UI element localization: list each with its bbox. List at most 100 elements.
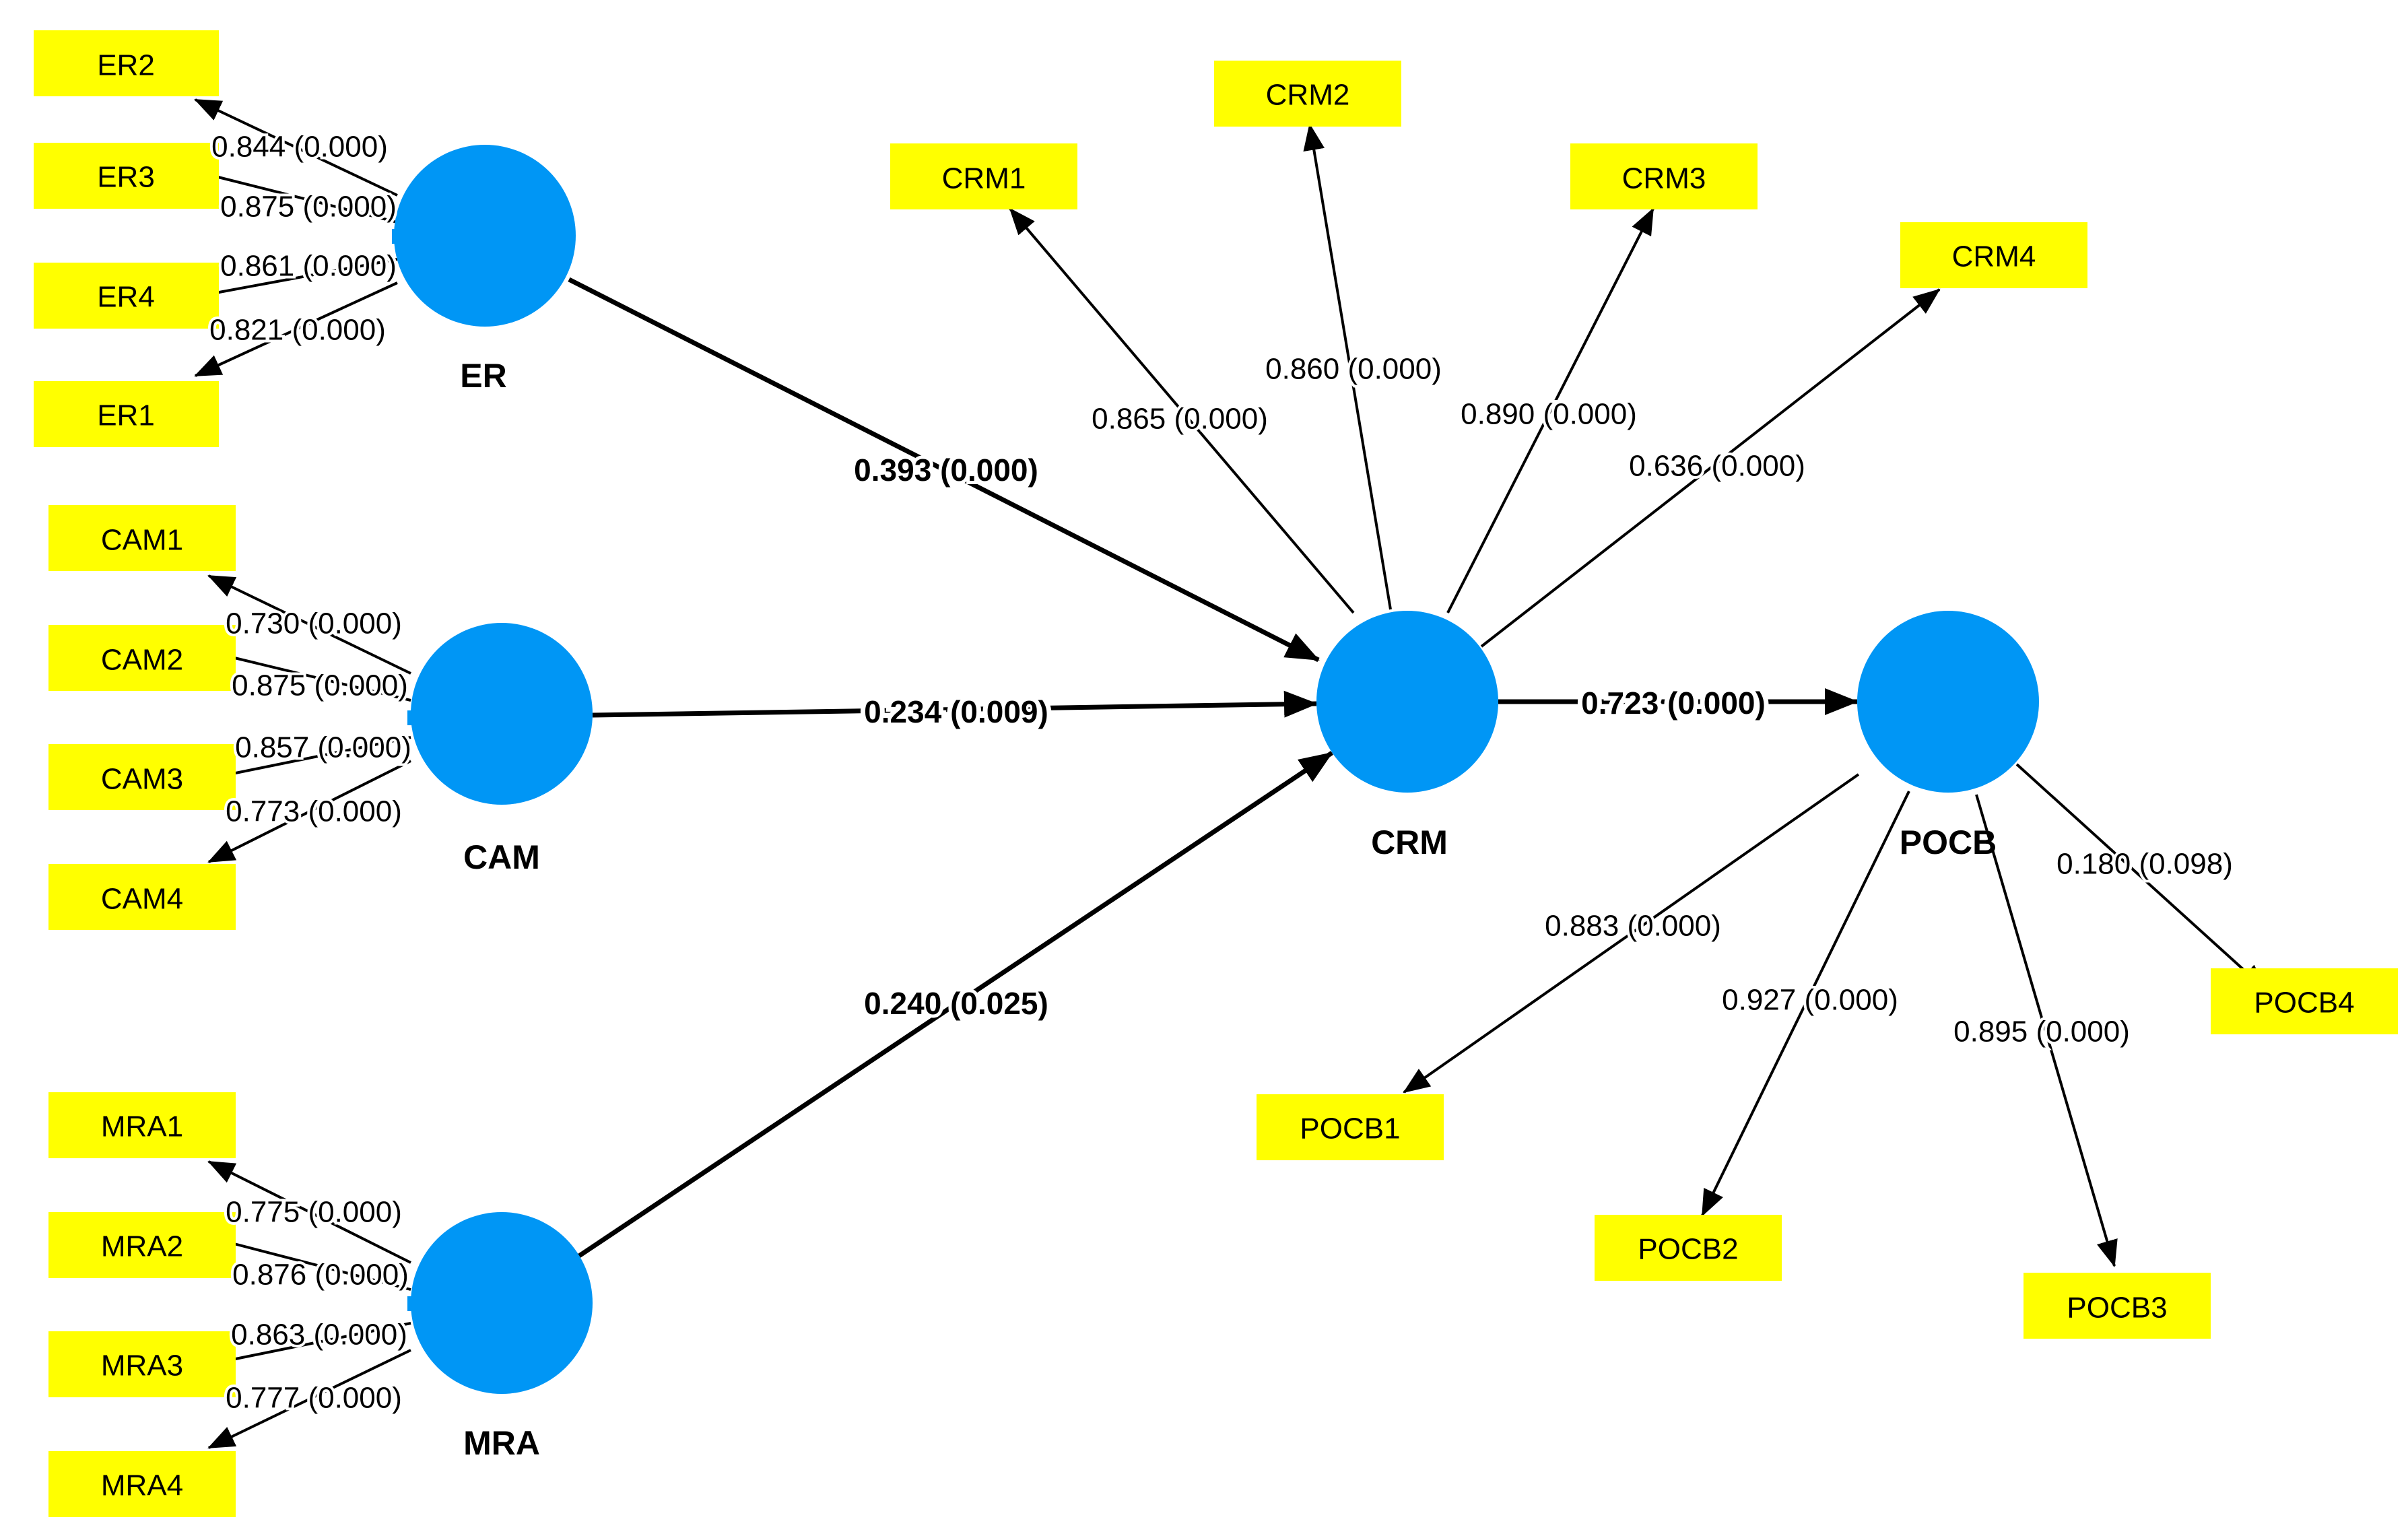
indicator-label: POCB1 (1300, 1112, 1400, 1145)
loading-label-mra3: 0.863 (0.000) (231, 1318, 407, 1351)
indicator-cam3[interactable]: CAM3 (48, 744, 236, 810)
indicator-label: POCB2 (1638, 1233, 1738, 1266)
indicator-label: CAM3 (101, 763, 183, 796)
indicator-crm4[interactable]: CRM4 (1900, 222, 2087, 288)
indicator-label: POCB4 (2254, 987, 2354, 1020)
construct-label-er: ER (460, 357, 506, 395)
indicator-er4[interactable]: ER4 (34, 263, 219, 329)
loading-arrow-mra4 (207, 1349, 411, 1449)
indicator-label: CRM4 (1952, 240, 2036, 273)
path-labels: 0.393 (0.000) 0.234 (0.009) 0.240 (0.025… (850, 449, 1770, 1024)
loading-arrow-mra1 (207, 1160, 411, 1264)
indicator-boxes: ER2 ER3 ER4 ER1 CAM1 CAM2 CAM3 CAM (34, 30, 2398, 1517)
indicator-mra4[interactable]: MRA4 (48, 1451, 236, 1517)
loading-arrow-crm1 (1009, 207, 1355, 614)
indicator-mra2[interactable]: MRA2 (48, 1212, 236, 1278)
construct-label-crm: CRM (1371, 824, 1448, 861)
loading-line-mra2 (228, 1241, 411, 1291)
indicator-pocb3[interactable]: POCB3 (2024, 1273, 2211, 1339)
loading-line-cam2 (228, 655, 411, 702)
indicator-label: ER2 (97, 49, 155, 82)
structural-paths (568, 277, 1859, 1258)
indicator-er2[interactable]: ER2 (34, 30, 219, 96)
loading-line-er3 (215, 175, 398, 224)
loading-label-mra4: 0.777 (0.000) (226, 1382, 402, 1415)
indicator-cam1[interactable]: CAM1 (48, 505, 236, 571)
loading-labels: 0.844 (0.000) 0.875 (0.000) 0.861 (0.000… (207, 128, 2236, 1417)
indicator-label: MRA1 (101, 1110, 183, 1143)
loading-line-mra3 (228, 1322, 411, 1362)
indicator-label: CAM2 (101, 644, 183, 677)
loading-arrow-pocb4 (2015, 763, 2267, 991)
indicator-label: CRM2 (1266, 79, 1350, 112)
path-label-cam-crm: 0.234 (0.009) (864, 694, 1048, 729)
path-cam-crm (592, 690, 1318, 718)
loading-label-cam1: 0.730 (0.000) (226, 607, 402, 640)
indicator-er1[interactable]: ER1 (34, 381, 219, 447)
loading-line-er4 (215, 258, 398, 294)
indicator-cam2[interactable]: CAM2 (48, 625, 236, 691)
loading-lines (194, 98, 2267, 1449)
indicator-label: CAM4 (101, 883, 183, 916)
loading-label-cam4: 0.773 (0.000) (226, 795, 402, 828)
construct-pocb[interactable] (1857, 611, 2039, 793)
indicator-label: MRA4 (101, 1469, 183, 1502)
loading-arrow-pocb3 (1975, 794, 2118, 1267)
indicator-mra3[interactable]: MRA3 (48, 1331, 236, 1397)
path-label-crm-pocb: 0.723 (0.000) (1581, 686, 1766, 721)
indicator-pocb1[interactable]: POCB1 (1257, 1094, 1444, 1160)
construct-cam[interactable] (407, 623, 593, 805)
loading-label-crm2: 0.860 (0.000) (1265, 353, 1442, 386)
indicator-crm3[interactable]: CRM3 (1570, 143, 1758, 209)
loading-arrow-er2 (194, 98, 398, 197)
indicator-label: CAM1 (101, 524, 183, 557)
loading-label-pocb4: 0.180 (0.098) (2056, 848, 2233, 881)
loading-label-mra2: 0.876 (0.000) (232, 1259, 409, 1292)
indicator-cam4[interactable]: CAM4 (48, 864, 236, 930)
path-label-mra-crm: 0.240 (0.025) (864, 986, 1048, 1021)
loading-arrow-crm2 (1303, 123, 1392, 610)
construct-label-pocb: POCB (1900, 824, 1997, 861)
loading-label-mra1: 0.775 (0.000) (226, 1196, 402, 1229)
indicator-er3[interactable]: ER3 (34, 143, 219, 209)
loading-line-cam3 (228, 736, 411, 776)
construct-label-mra: MRA (463, 1424, 540, 1462)
loading-label-er1: 0.821 (0.000) (209, 314, 386, 347)
loading-label-pocb3: 0.895 (0.000) (1953, 1015, 2130, 1048)
indicator-crm1[interactable]: CRM1 (890, 143, 1077, 209)
loading-label-pocb2: 0.927 (0.000) (1722, 984, 1898, 1017)
loading-arrow-crm3 (1446, 207, 1654, 613)
loading-label-crm4: 0.636 (0.000) (1629, 450, 1805, 483)
loading-label-crm3: 0.890 (0.000) (1461, 398, 1637, 431)
construct-er[interactable] (392, 145, 576, 327)
indicator-label: ER4 (97, 281, 155, 314)
loading-label-er3: 0.875 (0.000) (220, 191, 397, 224)
loading-label-cam3: 0.857 (0.000) (235, 731, 411, 764)
loading-arrow-crm4 (1480, 288, 1941, 648)
indicator-label: MRA3 (101, 1349, 183, 1382)
construct-label-cam: CAM (463, 838, 540, 876)
indicator-label: CRM3 (1622, 162, 1706, 195)
indicator-pocb4[interactable]: POCB4 (2211, 968, 2398, 1034)
path-label-er-crm: 0.393 (0.000) (854, 453, 1038, 488)
construct-crm[interactable] (1316, 611, 1498, 793)
indicator-label: ER3 (97, 161, 155, 194)
loading-label-er4: 0.861 (0.000) (220, 250, 397, 283)
indicator-label: ER1 (97, 399, 155, 432)
path-er-crm (568, 277, 1320, 663)
loading-arrow-cam1 (207, 574, 411, 675)
loading-arrow-er1 (194, 281, 398, 377)
loading-label-crm1: 0.865 (0.000) (1092, 403, 1268, 436)
indicator-mra1[interactable]: MRA1 (48, 1092, 236, 1158)
loading-arrow-pocb2 (1701, 791, 1910, 1217)
loading-label-er2: 0.844 (0.000) (211, 131, 388, 164)
indicator-crm2[interactable]: CRM2 (1214, 61, 1401, 127)
indicator-pocb2[interactable]: POCB2 (1595, 1215, 1782, 1281)
loading-label-pocb1: 0.883 (0.000) (1545, 910, 1721, 943)
indicator-label: POCB3 (2067, 1292, 2167, 1325)
path-mra-crm (578, 751, 1333, 1258)
loading-arrow-pocb1 (1403, 773, 1860, 1094)
indicator-label: MRA2 (101, 1230, 183, 1263)
construct-mra[interactable] (407, 1212, 593, 1394)
